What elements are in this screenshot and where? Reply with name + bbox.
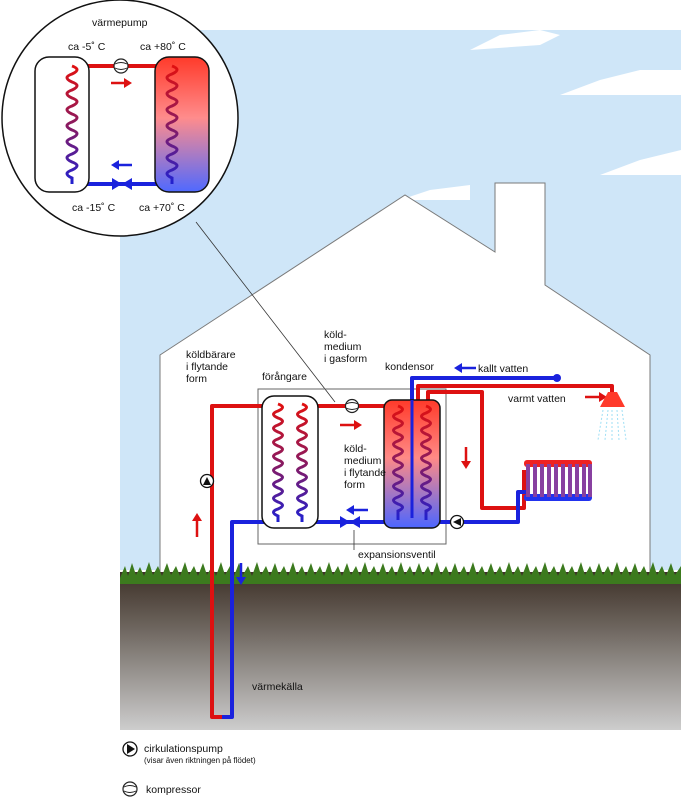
legend-pump-label: cirkulationspump: [144, 743, 223, 755]
inset-temp-top-right: ca +80˚ C: [140, 41, 186, 53]
cold-water-inlet: [553, 374, 561, 382]
label-koldmedium-gas: köld- medium i gasform: [324, 329, 367, 365]
label-expansionsventil: expansionsventil: [358, 549, 436, 561]
compressor-icon: [344, 398, 360, 414]
evaporator: [261, 395, 319, 529]
zoom-connector-line: [195, 221, 336, 403]
label-kondensor: kondensor: [385, 361, 435, 373]
brine-loop: [210, 404, 290, 719]
inset-coils: [65, 64, 179, 184]
legend-compressor-label: kompressor: [146, 784, 201, 796]
heat-pump-unit-box: [257, 388, 447, 545]
inset-temp-bottom-left: ca -15˚ C: [72, 202, 116, 214]
condenser-coils: [392, 404, 432, 520]
clouds: [400, 30, 681, 200]
label-koldbarare: köldbärare i flytande form: [186, 349, 239, 385]
flow-arrows: [192, 363, 607, 585]
evaporator-coils: [272, 402, 308, 522]
label-koldmedium-flytande: köld- medium i flytande form: [344, 443, 389, 491]
expansion-valve-icon: [112, 178, 132, 190]
expansion-valve-icon: [340, 516, 360, 528]
ground: [120, 572, 681, 730]
label-varmt-vatten: varmt vatten: [508, 393, 566, 405]
water-circuit: [410, 376, 614, 524]
label-varmekalla: värmekälla: [252, 681, 303, 693]
circulation-pump-icon: [449, 514, 465, 530]
inset-title: värmepump: [92, 17, 148, 29]
grass: [120, 562, 681, 584]
label-forangare: förångare: [262, 371, 307, 383]
legend-pump-note: (visar även riktningen på flödet): [144, 756, 256, 765]
radiator-icon: [524, 460, 592, 501]
inset-condenser: [154, 56, 210, 193]
inset-evaporator: [34, 56, 90, 193]
legend-compressor-icon: [122, 781, 138, 797]
inset-flow-arrows: [111, 78, 132, 170]
compressor-icon: [113, 58, 129, 74]
shower-head-icon: [597, 392, 627, 441]
inset-temp-top-left: ca -5˚ C: [68, 41, 106, 53]
legend-pump-icon: [122, 741, 138, 757]
inset-temp-bottom-right: ca +70˚ C: [139, 202, 185, 214]
circulation-pump-icon: [199, 473, 215, 489]
label-kallt-vatten: kallt vatten: [478, 363, 528, 375]
